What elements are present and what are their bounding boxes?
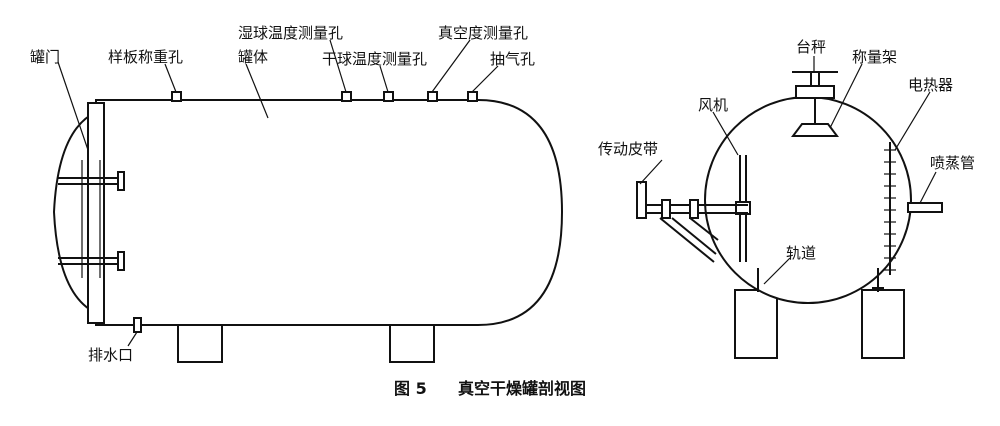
label-drain: 排水口 bbox=[88, 346, 133, 364]
label-steam-pipe: 喷蒸管 bbox=[930, 154, 975, 172]
label-sample-weigh-hole: 样板称重孔 bbox=[108, 48, 183, 66]
tank-body-shell bbox=[95, 99, 564, 326]
label-drive-belt: 传动皮带 bbox=[598, 140, 658, 158]
platform-scale bbox=[792, 71, 838, 118]
tank-door-dome bbox=[52, 111, 97, 314]
label-vacuum-hole: 真空度测量孔 bbox=[438, 24, 528, 42]
door-hinges bbox=[58, 160, 125, 278]
cross-right-support-leg bbox=[861, 289, 905, 359]
figure-title: 真空干燥罐剖视图 bbox=[458, 379, 586, 398]
cross-left-support-leg bbox=[734, 289, 778, 359]
label-platform-scale: 台秤 bbox=[796, 38, 826, 56]
label-wet-bulb-hole: 湿球温度测量孔 bbox=[238, 24, 343, 42]
weighing-frame bbox=[791, 123, 839, 137]
door-flange bbox=[87, 102, 105, 324]
label-dry-bulb-hole: 干球温度测量孔 bbox=[322, 50, 427, 68]
dry-bulb-hole-stub bbox=[383, 91, 394, 102]
side-view-leaders bbox=[57, 39, 499, 347]
label-fan: 风机 bbox=[698, 96, 728, 114]
exhaust-hole-stub bbox=[467, 91, 478, 102]
label-tank-door: 罐门 bbox=[30, 48, 60, 66]
fan-assembly bbox=[735, 155, 751, 262]
label-electric-heater: 电热器 bbox=[908, 76, 953, 94]
side-view: 罐门 样板称重孔 湿球温度测量孔 罐体 干球温度测量孔 真空度测量孔 抽气孔 排… bbox=[30, 24, 564, 364]
top-holes bbox=[171, 91, 478, 102]
drain-pipe bbox=[133, 317, 142, 333]
vacuum-hole-stub bbox=[427, 91, 438, 102]
tracks bbox=[757, 268, 884, 292]
drive-belt-assembly bbox=[636, 181, 748, 263]
label-weighing-frame: 称量架 bbox=[852, 48, 897, 66]
electric-heater bbox=[884, 142, 896, 275]
label-exhaust-hole: 抽气孔 bbox=[490, 50, 535, 68]
cross-section-leaders bbox=[639, 56, 937, 285]
sample-weigh-hole-stub bbox=[171, 91, 182, 102]
figure-caption: 图 5 真空干燥罐剖视图 bbox=[394, 379, 586, 398]
label-track: 轨道 bbox=[786, 244, 816, 262]
cross-section-view: 台秤 称量架 风机 电热器 传动皮带 喷蒸管 轨道 bbox=[598, 38, 975, 359]
figure-number: 图 5 bbox=[394, 379, 427, 398]
steam-pipe bbox=[907, 202, 943, 213]
wet-bulb-hole-stub bbox=[341, 91, 352, 102]
label-tank-body: 罐体 bbox=[238, 48, 268, 66]
